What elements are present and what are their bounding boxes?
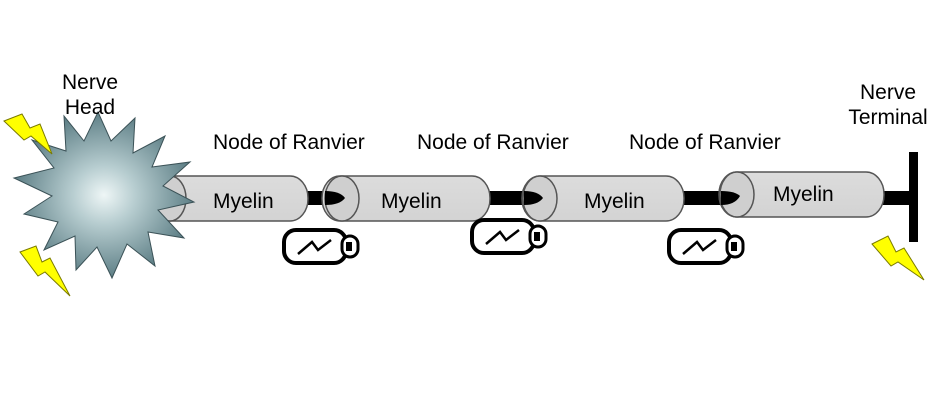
myelin-label-2: Myelin <box>381 190 442 213</box>
lightning-icon <box>19 245 71 297</box>
lightning-icon <box>3 113 53 155</box>
nerve-terminal-bar <box>909 152 918 242</box>
nerve-terminal-line1: Nerve <box>859 81 917 104</box>
myelin-segment-4 <box>718 171 885 218</box>
node-of-ranvier-label-3: Node of Ranvier <box>629 131 781 154</box>
node-of-ranvier-label-1: Node of Ranvier <box>213 131 365 154</box>
myelin-segment-3 <box>521 175 685 222</box>
node-of-ranvier-label-2: Node of Ranvier <box>417 131 569 154</box>
nerve-terminal-label: Nerve Terminal <box>830 80 946 130</box>
myelin-label-1: Myelin <box>213 190 274 213</box>
nerve-head-label: Nerve Head <box>50 70 130 120</box>
nerve-head-line2: Head <box>64 96 116 119</box>
nerve-terminal-line2: Terminal <box>848 106 928 129</box>
battery-icon <box>470 218 548 255</box>
starburst-icon <box>12 110 196 280</box>
myelin-label-3: Myelin <box>584 190 645 213</box>
myelin-segment-2 <box>321 175 491 222</box>
lightning-icon <box>871 235 925 281</box>
battery-icon <box>282 228 360 265</box>
myelin-label-4: Myelin <box>773 183 834 206</box>
battery-icon <box>667 228 745 265</box>
nerve-head-line1: Nerve <box>61 71 119 94</box>
